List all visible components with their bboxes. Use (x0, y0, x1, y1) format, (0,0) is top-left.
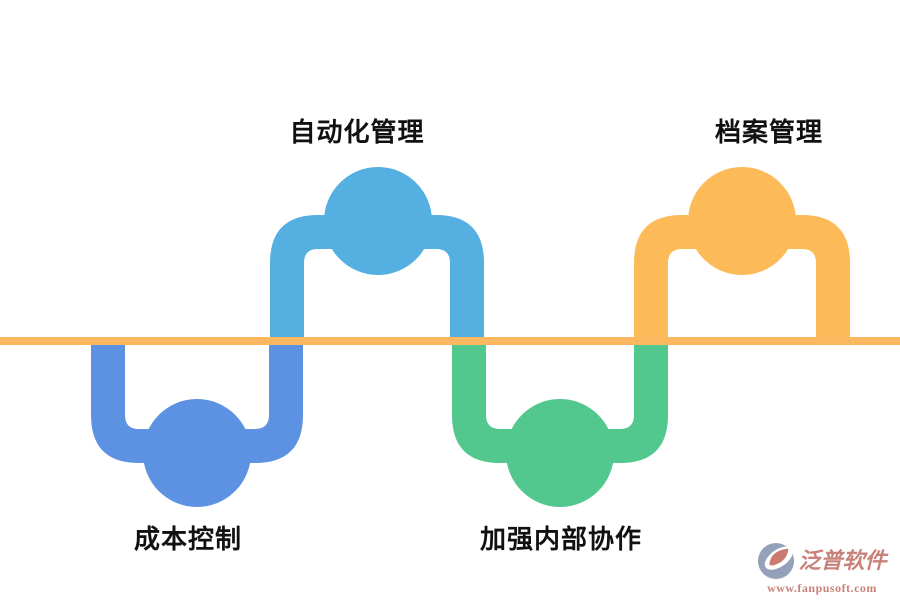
circle-archive (688, 167, 796, 275)
circle-collaboration (506, 399, 614, 507)
label-cost-control: 成本控制 (133, 524, 243, 554)
label-collaboration: 加强内部协作 (479, 524, 643, 554)
tube-collaboration (452, 345, 668, 463)
circle-cost-control (143, 399, 251, 507)
tube-automation (270, 215, 484, 337)
brand-watermark: 泛普软件 www.fanpusoft.com (752, 542, 892, 594)
tube-cost-control (91, 345, 303, 463)
brand-name: 泛普软件 (798, 548, 887, 573)
tube-archive (634, 215, 850, 337)
brand-logo-icon (758, 542, 795, 580)
timeline-axis (0, 337, 900, 345)
brand-url: www.fanpusoft.com (767, 581, 877, 595)
label-archive: 档案管理 (714, 117, 824, 147)
label-automation: 自动化管理 (289, 117, 425, 147)
circle-automation (324, 167, 432, 275)
